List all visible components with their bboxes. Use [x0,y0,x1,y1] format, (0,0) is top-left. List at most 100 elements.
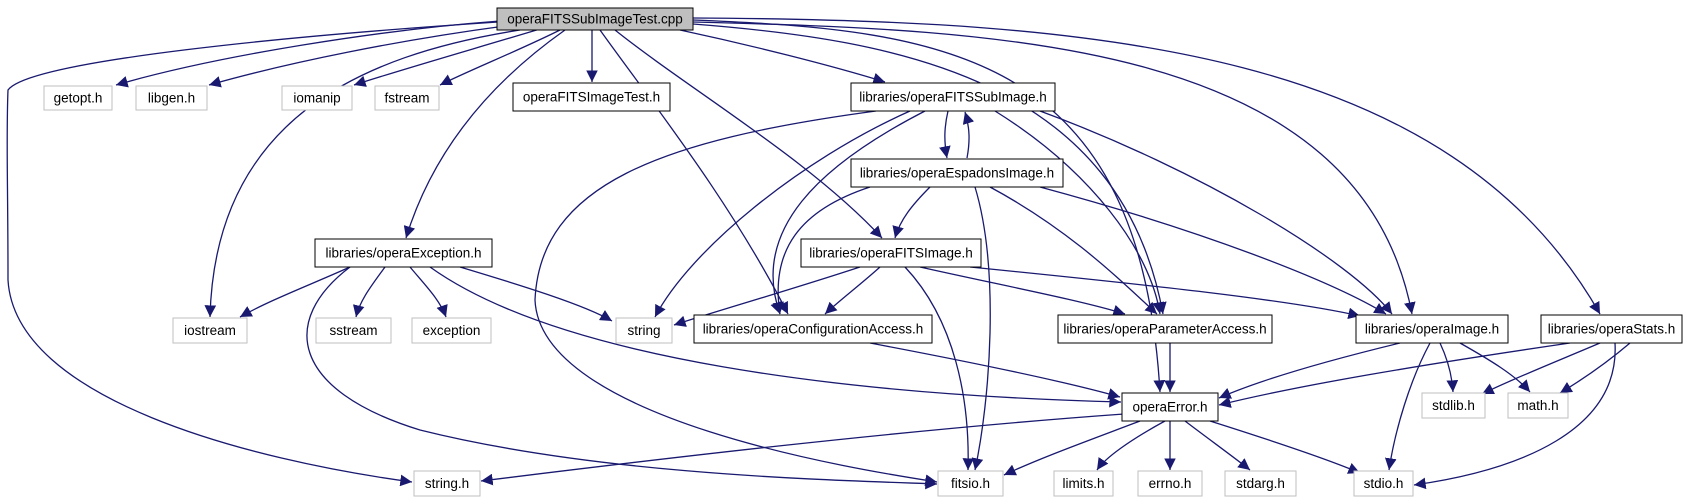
node-sstream: sstream [315,317,392,344]
node-operaimage[interactable]: libraries/operaImage.h [1355,314,1509,344]
node-imagetest[interactable]: operaFITSImageTest.h [512,82,671,112]
node-label-stringh: string.h [425,476,469,491]
node-label-string: string [627,323,660,338]
edge-stats-to-stdio [1413,342,1616,490]
node-box-fitsimage [800,238,982,268]
node-box-string [615,317,673,344]
edge-espadons-to-operaimage [1039,186,1387,315]
node-exceptionstd: exception [411,317,492,344]
node-math: math.h [1507,392,1569,419]
node-box-imagetest [512,82,671,112]
node-label-libgen: libgen.h [148,91,195,106]
node-box-root [496,7,694,31]
edge-exception-to-string [459,266,613,322]
edge-operaimage-to-stdio [1384,342,1431,471]
edge-root-to-getopt [115,20,501,88]
edge-root-to-fitsimage [614,29,883,239]
node-label-fitsio: fitsio.h [951,476,990,491]
node-label-getopt: getopt.h [54,91,103,106]
node-box-operaimage [1355,314,1509,344]
node-box-stats [1540,314,1683,344]
node-label-stdarg: stdarg.h [1236,476,1285,491]
node-box-fstream [374,85,440,111]
node-box-configaccess [693,314,933,344]
node-label-fitsimage: libraries/operaFITSImage.h [809,246,973,261]
edge-stats-to-error [1218,342,1571,408]
edge-fitsimage-to-operaimage [969,266,1361,320]
edge-subimage-to-configaccess [770,110,926,315]
node-label-stats: libraries/operaStats.h [1548,322,1676,337]
edge-subimage-to-string [654,110,911,318]
edge-root-to-fstream [439,29,561,86]
node-label-sstream: sstream [329,323,377,338]
node-box-exceptionstd [411,317,492,344]
node-box-stdarg [1224,470,1297,497]
edge-operaimage-to-stdlib [1439,342,1459,393]
edge-exception-to-sstream [352,266,386,318]
edge-espadons-to-paramaccess [989,186,1158,315]
node-box-stdlib [1421,392,1486,419]
node-fitsimage[interactable]: libraries/operaFITSImage.h [800,238,982,268]
edge-exception-to-error [429,266,1122,408]
node-label-paramaccess: libraries/operaParameterAccess.h [1063,322,1266,337]
node-label-stdlib: stdlib.h [1432,398,1475,413]
node-label-limits: limits.h [1062,476,1104,491]
node-subimage[interactable]: libraries/operaFITSSubImage.h [850,82,1056,112]
node-stdlib: stdlib.h [1421,392,1486,419]
node-box-iomanip [281,85,353,111]
edge-error-to-stringh [480,413,1125,486]
node-box-subimage [850,82,1056,112]
edge-fitsimage-to-configaccess [824,266,881,315]
node-box-errno [1137,470,1203,497]
edge-exception-to-exceptionstd [409,266,448,318]
node-errno: errno.h [1137,470,1203,497]
node-label-math: math.h [1517,398,1558,413]
node-label-espadons: libraries/operaEspadonsImage.h [860,166,1054,181]
edge-espadons-to-fitsio [971,186,991,471]
node-box-limits [1053,470,1114,497]
edge-exception-to-iostream [239,266,351,318]
edge-error-to-fitsio [1003,420,1141,476]
node-label-error: operaError.h [1132,400,1207,415]
node-stats[interactable]: libraries/operaStats.h [1540,314,1683,344]
node-label-subimage: libraries/operaFITSSubImage.h [859,90,1047,105]
edge-root-to-stringh [6,21,499,487]
node-iomanip: iomanip [281,85,353,111]
node-exception[interactable]: libraries/operaException.h [314,238,493,268]
node-getopt: getopt.h [43,85,113,111]
node-fitsio: fitsio.h [937,470,1004,497]
node-box-iostream [172,317,248,344]
edge-fitsimage-to-fitsio [904,266,975,471]
node-label-fstream: fstream [384,91,429,106]
node-label-operaimage: libraries/operaImage.h [1365,322,1499,337]
edge-operaimage-to-error [1218,342,1401,399]
edge-stats-to-math [1559,342,1631,394]
node-label-exceptionstd: exception [423,323,481,338]
node-box-sstream [315,317,392,344]
node-error[interactable]: operaError.h [1121,392,1219,422]
node-paramaccess[interactable]: libraries/operaParameterAccess.h [1057,314,1273,344]
node-espadons[interactable]: libraries/operaEspadonsImage.h [850,158,1064,188]
node-box-espadons [850,158,1064,188]
edge-espadons-to-fitsimage [892,186,931,239]
edge-root-to-iomanip [353,28,541,87]
edge-configaccess-to-error [869,342,1121,400]
edge-root-to-operaimage [692,21,1416,315]
node-configaccess[interactable]: libraries/operaConfigurationAccess.h [693,314,933,344]
edge-subimage-to-espadons [939,110,951,159]
node-iostream: iostream [172,317,248,344]
edge-root-to-stats [692,17,1601,315]
node-box-fitsio [937,470,1004,497]
edge-fitsimage-to-paramaccess [919,266,1126,317]
node-fstream: fstream [374,85,440,111]
node-box-getopt [43,85,113,111]
node-label-root: operaFITSSubImageTest.cpp [507,12,683,27]
edge-stats-to-stdlib [1481,342,1601,395]
node-label-exception: libraries/operaException.h [325,246,481,261]
node-root[interactable]: operaFITSSubImageTest.cpp [496,7,694,31]
node-box-error [1121,392,1219,422]
edge-error-to-stdio [1209,420,1361,474]
edge-exception-to-fitsio [306,266,938,490]
node-box-math [1507,392,1569,419]
edge-espadons-to-subimage [962,111,975,159]
